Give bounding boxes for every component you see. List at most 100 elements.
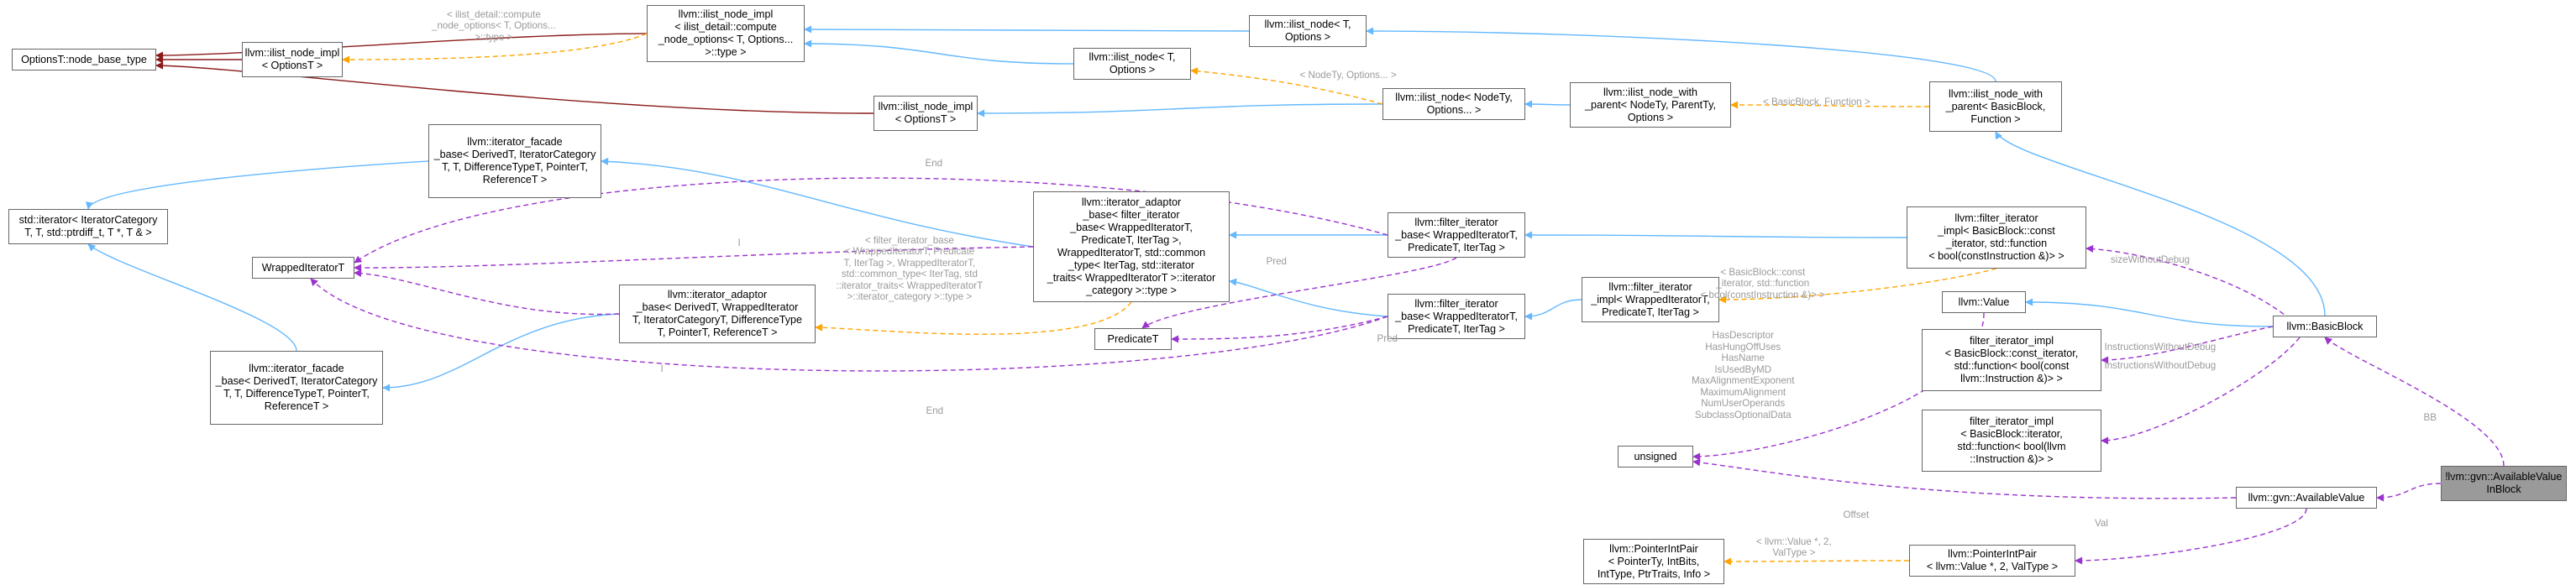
node-label-line: llvm::iterator_facade [467,136,563,148]
node-predicateT[interactable]: PredicateT [1094,328,1172,350]
node-pointer-int-pair-2[interactable]: llvm::PointerIntPair< llvm::Value *, 2, … [1909,545,2075,577]
node-label-line: _category >::type > [1086,285,1177,296]
node-label-line: llvm::Instruction &)> > [1960,373,2063,384]
node-filter-iterator-impl-1[interactable]: llvm::filter_iterator_impl< BasicBlock::… [1907,206,2086,269]
node-filter-iterator-impl-2[interactable]: llvm::filter_iterator_impl< WrappedItera… [1582,277,1719,322]
edge-label-line: _iterator, std::function [1716,278,1810,289]
edge-label-instructions-without-debug-2: InstructionsWithoutDebug [2105,360,2217,372]
node-label-line: _base< WrappedIteratorT, [1070,222,1193,233]
node-label-line: < ilist_detail::compute [674,21,777,33]
edge-label-line: SubclassOptionalData [1694,409,1792,420]
node-label-line: < OptionsT > [261,60,323,71]
edge-filterimpl1-to-filterbase1 [1524,231,1907,239]
node-pointer-int-pair-1[interactable]: llvm::PointerIntPair< PointerTy, IntBits… [1583,539,1724,584]
node-label-line: T, PointerT, ReferenceT > [657,326,778,338]
edge-label-line: End [925,158,943,169]
edge-label-line: _node_options< T, Options... [432,20,556,31]
node-label-line: filter_iterator_impl [1969,415,2054,427]
node-label-line: Function > [1970,112,2021,125]
node-label-line: Options... > [1426,104,1482,116]
node-label-line: < bool(constInstruction &)> > [1928,250,2064,262]
node-label-line: Options > [1109,64,1156,76]
edge-label-nodety-options: < NodeTy, Options... > [1300,70,1397,81]
node-label-line: llvm::filter_iterator [1414,216,1498,228]
edge-adaptor1-to-facade1 [601,157,1034,248]
edge-label-size-without-debug: sizeWithoutDebug [2111,254,2190,266]
node-available-value[interactable]: llvm::gvn::AvailableValue [2236,487,2377,509]
node-ilist-node-1[interactable]: llvm::ilist_node< T,Options > [1249,15,1367,47]
edge-label-filter-template: < filter_iterator_base< WrappedIteratorT… [837,235,984,303]
node-label-line: >::type > [705,46,747,58]
edge-label-line: std::common_type< IterTag, std [841,269,978,279]
node-ilist-node-3[interactable]: llvm::ilist_node< NodeTy,Options... > [1382,88,1525,120]
edge-label-line: T, IterTag >, WrappedIteratorT, [843,257,976,269]
node-filter-iterator-impl-4[interactable]: filter_iterator_impl< BasicBlock::iterat… [1922,410,2101,472]
node-label-line: _node_options< T, Options... [658,34,794,45]
edge-label-end-low: End [926,405,944,417]
node-filter-iterator-impl-3[interactable]: filter_iterator_impl< BasicBlock::const_… [1922,329,2101,391]
node-label-line: llvm::iterator_adaptor [1081,196,1182,208]
node-label-line: llvm::iterator_adaptor [667,289,768,300]
edge-label-line: AV [2440,476,2453,487]
edge-basicblock-instr-filterimpl4 [2101,337,2301,445]
node-ilist-node-impl-1[interactable]: llvm::ilist_node_impl< OptionsT > [242,42,343,77]
node-ilist-node-impl-3[interactable]: llvm::ilist_node_impl< OptionsT > [874,96,978,131]
node-label-line: PredicateT, IterTag >, [1081,234,1182,246]
node-unsigned[interactable]: unsigned [1618,446,1693,467]
node-label-line: ReferenceT > [264,400,329,412]
edge-label-line: < BasicBlock, Function > [1763,97,1870,107]
edge-label-pred-low: Pred [1377,333,1398,345]
edge-adaptor2-i-wrapped [354,269,620,316]
node-label-line: T, IteratorCategoryT, DifferenceType [632,314,803,326]
edge-label-line: < filter_iterator_base [864,234,954,246]
edge-label-i-low: I [661,363,664,375]
node-filter-iterator-base-1[interactable]: llvm::filter_iterator_base< WrappedItera… [1388,212,1525,258]
edge-basicblock-instr-filterimpl3 [2101,326,2274,364]
edge-filterbase1-end-wrapped [354,177,1388,264]
node-wrapped-iterator[interactable]: WrappedIteratorT [252,257,354,279]
edge-label-line: ValType > [1772,547,1816,558]
node-filter-iterator-base-2[interactable]: llvm::filter_iterator_base< WrappedItera… [1388,294,1525,339]
edge-label-line: MaximumAlignment [1700,386,1786,398]
node-label-line: llvm::gvn::AvailableValue [2248,491,2365,504]
node-iterator-facade-1[interactable]: llvm::iterator_facade_base< DerivedT, It… [428,124,601,198]
node-label-line: llvm::ilist_node_impl [678,8,774,20]
edge-filterimpl1-to-filterimpl2-template [1718,268,1997,304]
edge-label-value-ptr-valtype: < llvm::Value *, 2,ValType > [1756,536,1832,559]
node-iterator-adaptor-1[interactable]: llvm::iterator_adaptor_base< filter_iter… [1033,191,1230,302]
node-ilist-node-impl-2[interactable]: llvm::ilist_node_impl< ilist_detail::com… [647,5,805,62]
node-label-line: T, T, std::ptrdiff_t, T *, T & > [24,227,152,238]
edge-label-line: BB [2423,412,2437,423]
node-llvm-value[interactable]: llvm::Value [1942,291,2026,313]
node-ilist-node-with-parent-2[interactable]: llvm::ilist_node_with_parent< BasicBlock… [1929,81,2062,132]
edge-label-line: >::iterator_category >::type > [847,291,973,302]
node-label-line: WrappedIteratorT [261,261,345,274]
node-label-line: _impl< BasicBlock::const [1938,225,2055,237]
edge-label-line: I [737,238,741,248]
edge-label-pred-top: Pred [1267,256,1288,268]
node-iterator-facade-2[interactable]: llvm::iterator_facade_base< DerivedT, It… [210,351,383,425]
edge-impl2-to-node-base [155,33,648,60]
edge-filterbase1-pred-predicate [1141,257,1457,329]
node-ilist-node-with-parent-1[interactable]: llvm::ilist_node_with_parent< NodeTy, Pa… [1570,82,1731,128]
node-label-line: < OptionsT > [895,113,957,125]
edge-label-line: NumUserOperands [1701,398,1786,409]
node-label-line: _iterator, std::function [1945,238,2048,249]
edge-label-i-mid: I [738,238,741,249]
node-label-line: Options > [1284,31,1331,43]
node-label-line: llvm::PointerIntPair [1609,542,1698,555]
node-label-line: llvm::filter_iterator [1414,297,1498,310]
node-iterator-adaptor-2[interactable]: llvm::iterator_adaptor_base< DerivedT, W… [619,285,816,343]
node-label-line: OptionsT::node_base_type [21,53,147,65]
node-optionsT-node-base[interactable]: OptionsT::node_base_type [12,49,156,71]
edge-label-line: InstructionsWithoutDebug [2104,360,2217,371]
edge-label-av: AV [2441,476,2453,488]
node-ilist-node-2[interactable]: llvm::ilist_node< T,Options > [1073,48,1191,80]
edge-label-line: sizeWithoutDebug [2111,254,2190,265]
edge-label-line: HasDescriptor [1712,330,1774,341]
node-label-line: _parent< BasicBlock, [1945,100,2046,112]
node-basic-block[interactable]: llvm::BasicBlock [2273,316,2377,337]
edge-label-line: HasHungOffUses [1705,341,1781,353]
